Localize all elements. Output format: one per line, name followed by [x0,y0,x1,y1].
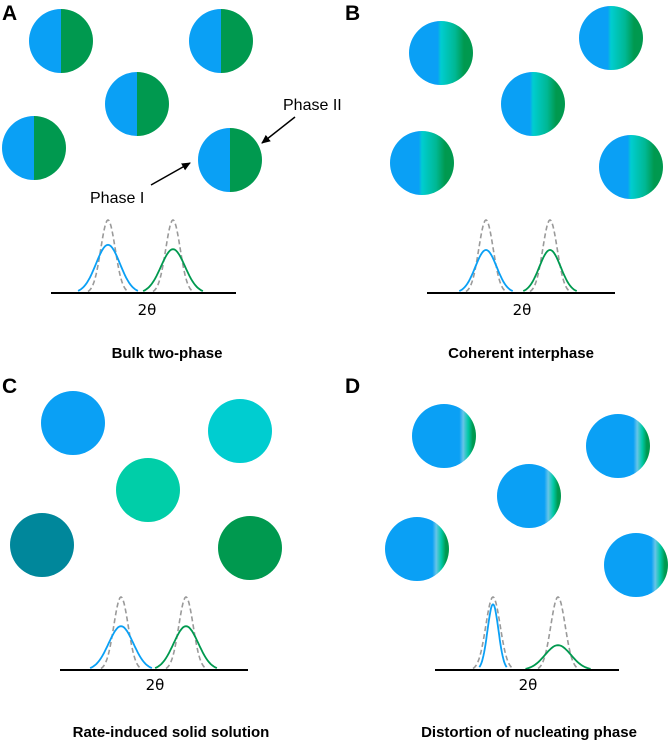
particle [409,21,473,85]
axis-label-a: 2θ [138,301,157,319]
particle [599,135,663,199]
particle [208,399,272,463]
particle [412,404,476,468]
phase-two-arrow [261,116,296,144]
particle [218,516,282,580]
particle [10,513,74,577]
particle-disc [10,513,74,577]
diffraction-peak [522,248,578,292]
panel-letter-a: A [2,2,17,25]
phase-one-arrow [150,162,191,186]
panel-letter-b: B [345,2,360,25]
particle [501,72,565,136]
particle-disc [586,414,650,478]
panel-a [2,9,262,294]
reference-peak [100,596,142,670]
particle [29,9,93,73]
particle-phase-two-half [221,9,253,73]
diffraction-peak [458,248,514,292]
particle-phase-two-half [137,72,169,136]
diffraction-peak [142,248,204,292]
axis-label-c: 2θ [146,676,165,694]
particle-disc [218,516,282,580]
particle-phase-one-half [198,128,230,192]
particle-disc [412,404,476,468]
particle-phase-two-half [34,116,66,180]
particle-phase-one-half [2,116,34,180]
diffraction-peak [525,644,591,670]
particle-disc [41,391,105,455]
reference-peak [472,596,514,670]
particle [586,414,650,478]
particle-phase-one-half [105,72,137,136]
reference-peak [152,219,194,293]
phase-one-label: Phase I [90,190,144,207]
particle-disc [208,399,272,463]
particle [390,131,454,195]
panel-letter-c: C [2,375,17,398]
particle-phase-one-half [189,9,221,73]
caption-b: Coherent interphase [448,345,594,362]
particle [604,533,668,597]
particle-phase-one-half [29,9,61,73]
caption-c: Rate-induced solid solution [73,724,270,741]
particle [116,458,180,522]
diffraction-peak [478,603,508,668]
particle-disc [385,517,449,581]
panel-letter-d: D [345,375,360,398]
particle-disc [599,135,663,199]
particle [198,128,262,192]
caption-a: Bulk two-phase [112,345,223,362]
reference-peak [529,219,571,293]
reference-peak [465,219,507,293]
particle-disc [116,458,180,522]
reference-peak [165,596,207,670]
particle-phase-two-half [61,9,93,73]
particle-disc [409,21,473,85]
particle [497,464,561,528]
diffraction-peak [77,243,139,292]
particle-phase-two-half [230,128,262,192]
panel-c [10,391,282,671]
panel-b [390,6,663,294]
caption-d: Distortion of nucleating phase [421,724,637,741]
phase-two-label: Phase II [283,97,342,114]
particle [385,517,449,581]
particle [189,9,253,73]
reference-peak [537,596,579,670]
particle-disc [604,533,668,597]
particle [2,116,66,180]
diffraction-peak [89,625,153,669]
particle [579,6,643,70]
particle-disc [497,464,561,528]
particle [105,72,169,136]
particle-disc [501,72,565,136]
axis-label-b: 2θ [513,301,532,319]
particle [41,391,105,455]
diffraction-peak [154,625,218,669]
particle-disc [579,6,643,70]
axis-label-d: 2θ [519,676,538,694]
panel-d [385,404,668,671]
particle-disc [390,131,454,195]
reference-peak [87,219,129,293]
